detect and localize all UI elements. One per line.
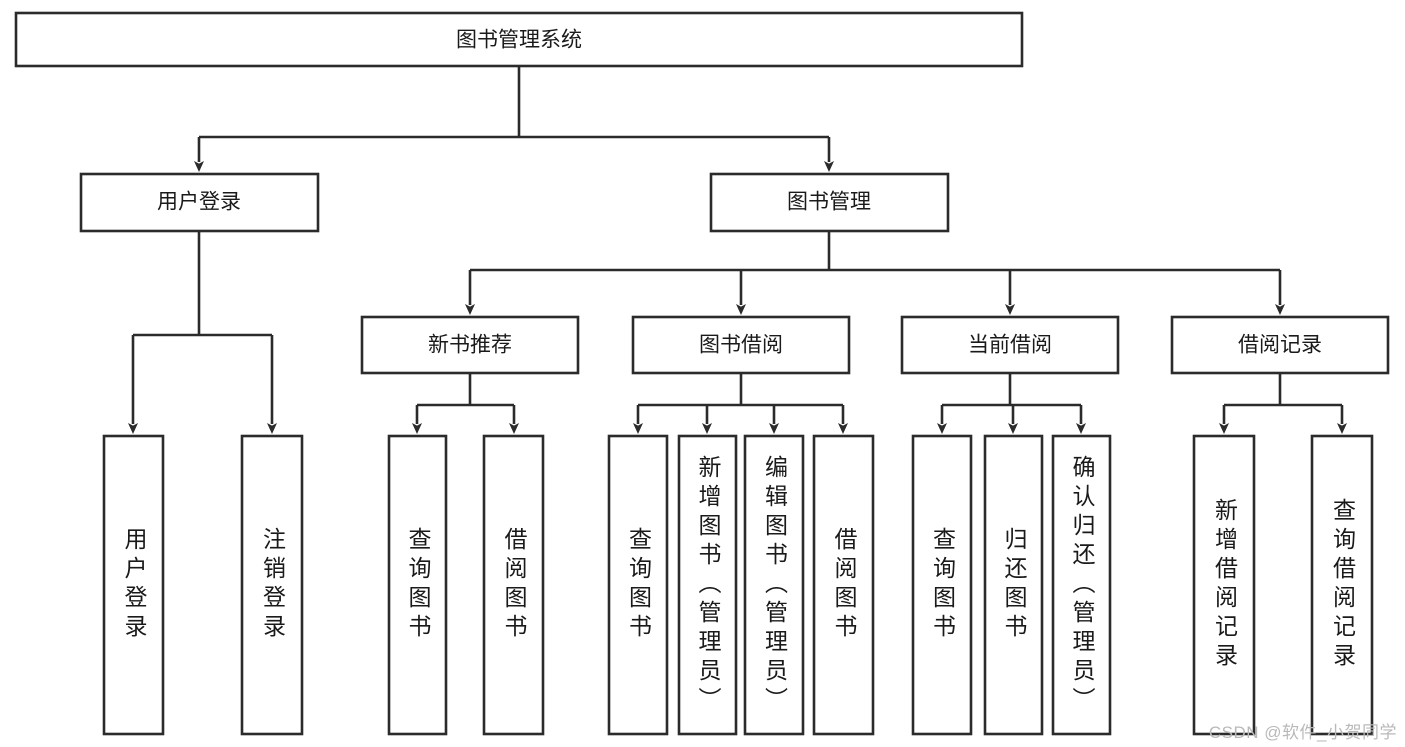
node-leaf-confirm-return-box[interactable] [1051,434,1112,736]
node-leaf-query-book-nb-box[interactable] [387,434,448,736]
node-book-manage-label: 图书管理 [787,191,871,214]
node-book-borrow-box[interactable] [631,315,851,375]
node-current-borrow-box[interactable] [900,315,1120,375]
node-group: 图书管理系统 用户登录 图书管理 新书推荐 图书借阅 当前借阅 借阅记录 [14,11,1390,736]
node-leaf-edit-book-admin-box[interactable] [743,434,805,736]
node-leaf-query-book-cb-box[interactable] [911,434,973,736]
node-book-manage-box[interactable] [709,172,950,233]
node-new-book-recommend-box[interactable] [360,315,580,375]
node-leaf-logout-login-box[interactable] [240,434,304,736]
node-root-label: 图书管理系统 [456,29,582,52]
node-leaf-query-book-bb-box[interactable] [607,434,669,736]
node-borrow-record-label: 借阅记录 [1238,334,1322,357]
node-leaf-return-book-box[interactable] [983,434,1044,736]
node-user-login-label: 用户登录 [157,191,241,214]
node-leaf-borrow-book-nb-box[interactable] [482,434,545,736]
node-book-borrow-label: 图书借阅 [699,334,783,357]
node-leaf-add-book-admin-box[interactable] [677,434,738,736]
node-user-login-box[interactable] [79,172,320,233]
node-leaf-query-record-box[interactable] [1310,434,1374,736]
node-leaf-add-record-box[interactable] [1192,434,1256,736]
node-leaf-borrow-book-bb-box[interactable] [812,434,875,736]
node-new-book-recommend-label: 新书推荐 [428,334,512,357]
node-current-borrow-label: 当前借阅 [968,334,1052,357]
node-borrow-record-box[interactable] [1170,315,1390,375]
node-leaf-user-login-box[interactable] [102,434,165,736]
connector-group [128,66,1347,434]
node-root-box[interactable] [14,11,1024,68]
